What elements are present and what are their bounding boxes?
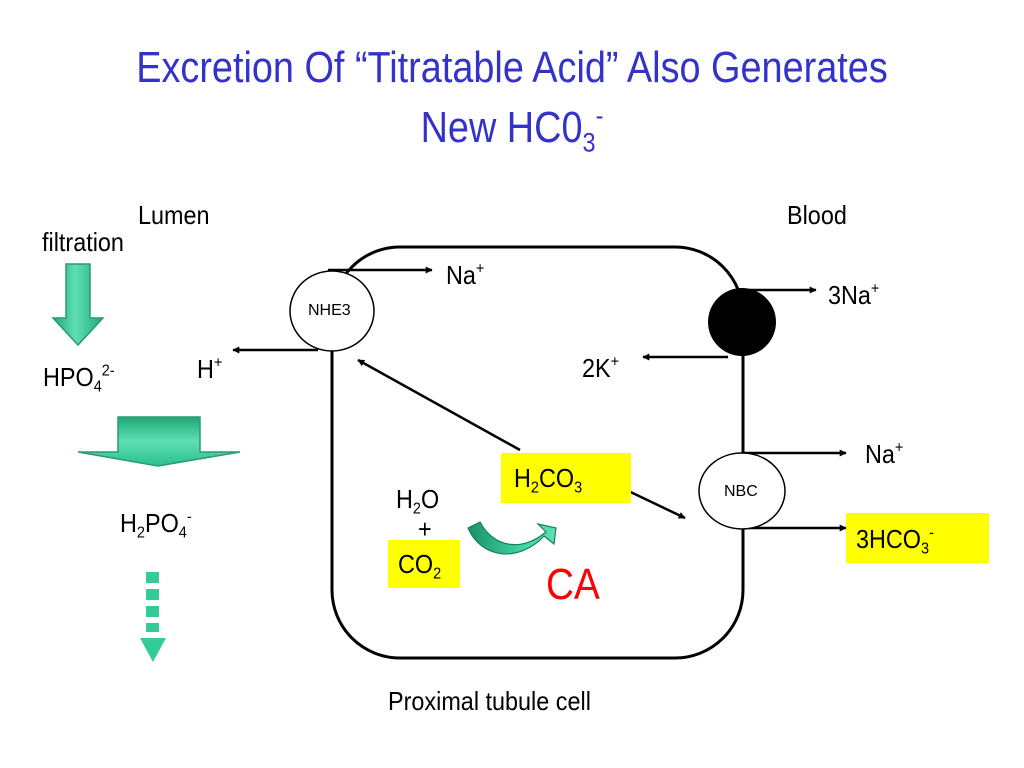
na-nbc-main: Na <box>865 439 895 469</box>
cell-label: Proximal tubule cell <box>388 686 591 716</box>
h2po4-sub2: 4 <box>178 523 187 542</box>
3na-sup: + <box>870 279 880 298</box>
h2po4-sup: - <box>186 507 192 526</box>
hco3-label: 3HCO3- <box>856 523 934 556</box>
excretion-dashed-arrow <box>140 572 166 662</box>
h2co3-a: H <box>514 463 531 493</box>
hco3-sup: - <box>929 523 934 542</box>
hco3-sub: 3 <box>921 539 930 558</box>
title-line-2-sup: - <box>595 99 604 131</box>
hco3-highlight <box>846 513 989 563</box>
h2po4-label: H2PO4- <box>120 507 192 540</box>
co2-label: CO2 <box>398 549 441 582</box>
h2o-b: O <box>420 484 440 514</box>
nbc-label: NBC <box>724 483 758 500</box>
filtration-arrow <box>51 263 105 347</box>
h-plus-label: H+ <box>197 353 223 384</box>
h2po4-b: PO <box>144 508 179 538</box>
title-line-2: New HC03- <box>72 101 953 156</box>
h2po4-a: H <box>120 508 137 538</box>
title-line-2-main: New HC0 <box>420 103 583 152</box>
co2-sub: 2 <box>433 564 442 583</box>
na-k-pump <box>708 288 776 356</box>
3na-main: 3Na <box>828 280 871 310</box>
h2o-a: H <box>396 484 413 514</box>
h2co3-label: H2CO3 <box>514 463 582 496</box>
3na-label: 3Na+ <box>828 279 880 310</box>
na-top-main: Na <box>446 260 476 290</box>
nbc-transporter <box>698 452 786 530</box>
h2o-sub: 2 <box>412 499 421 518</box>
2k-label: 2K+ <box>582 352 620 383</box>
h2po4-sub1: 2 <box>136 523 145 542</box>
ca-label: CA <box>546 560 600 609</box>
h2co3-sub1: 2 <box>530 478 539 497</box>
h2co3-to-nhe3-arrow <box>357 358 521 452</box>
hco3-main: 3HCO <box>856 524 922 554</box>
h2o-label: H2O <box>396 484 440 517</box>
nhe3-transporter <box>289 270 375 352</box>
h2co3-highlight <box>501 453 631 503</box>
conversion-arrow <box>77 416 241 467</box>
na-nbc-sup: + <box>894 438 904 457</box>
h2co3-b: CO <box>538 463 575 493</box>
h-plus-main: H <box>197 354 214 384</box>
title-line-1: Excretion Of “Titratable Acid” Also Gene… <box>136 43 888 92</box>
co2-highlight <box>388 540 460 588</box>
h-plus-sup: + <box>213 353 223 372</box>
lumen-label: Lumen <box>138 200 210 230</box>
2k-sup: + <box>610 352 620 371</box>
na-top-label: Na+ <box>446 259 485 290</box>
title-line-2-sub: 3 <box>582 126 596 158</box>
co2-a: CO <box>398 549 434 579</box>
h2co3-sub2: 3 <box>574 478 583 497</box>
2k-main: 2K <box>582 353 611 383</box>
hpo4-label: HPO42- <box>43 361 115 394</box>
hpo4-sup: 2- <box>101 361 115 380</box>
na-top-sup: + <box>475 259 485 278</box>
plus-sign: + <box>418 514 432 544</box>
hpo4-main: HPO <box>43 362 94 392</box>
ca-curved-arrow <box>467 521 557 555</box>
hpo4-sub: 4 <box>93 377 102 396</box>
na-nbc-label: Na+ <box>865 438 904 469</box>
filtration-label: filtration <box>42 227 124 257</box>
nhe3-label: NHE3 <box>308 302 351 319</box>
blood-label: Blood <box>787 200 847 230</box>
